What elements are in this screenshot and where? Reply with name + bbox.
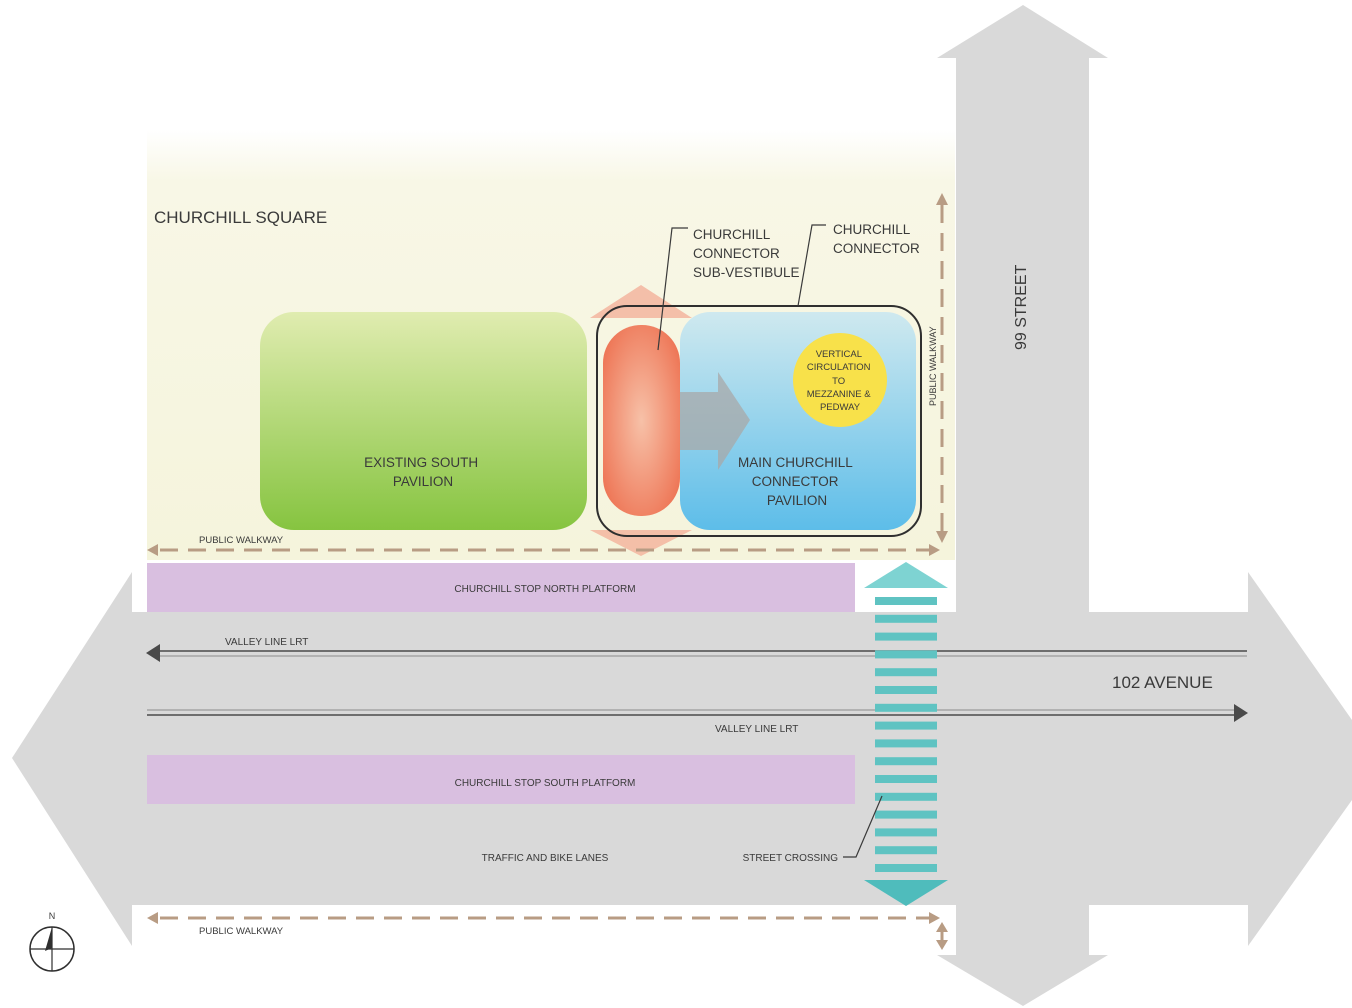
crossing-stripe — [875, 810, 937, 819]
crossing-stripe — [875, 792, 937, 801]
walkway-south-west-arrowhead — [147, 912, 158, 924]
crossing-stripe — [875, 686, 937, 694]
street-crossing-stripes — [875, 597, 937, 872]
walkway-south-east-arrowhead — [929, 912, 940, 924]
flow-arrow — [665, 372, 750, 470]
walkway-north-west-arrowhead — [147, 544, 158, 556]
traffic-lanes-label: TRAFFIC AND BIKE LANES — [482, 853, 609, 864]
vertical-circulation-circle — [793, 333, 887, 427]
99-street-label: 99 STREET — [1013, 264, 1030, 350]
99-street-road-south — [937, 905, 1108, 1006]
connector-label: CHURCHILL CONNECTOR — [833, 222, 920, 256]
valley-line-east-label: VALLEY LINE LRT — [715, 724, 798, 735]
crossing-stripe — [875, 668, 937, 677]
street-crossing-arrow-bottom — [864, 880, 948, 906]
walkway-south-up-arrowhead — [936, 922, 948, 932]
crossing-stripe — [875, 632, 937, 641]
crossing-stripe — [875, 703, 937, 712]
crossing-stripe — [875, 828, 937, 837]
crossing-stripe — [875, 650, 937, 659]
walkway-north-east-arrowhead — [929, 544, 940, 556]
crossing-stripe — [875, 846, 937, 855]
existing-south-pavilion-label: EXISTING SOUTH PAVILION — [364, 455, 482, 489]
crossing-stripe — [875, 597, 937, 605]
crossing-stripe — [875, 757, 937, 766]
public-walkway-north-label: PUBLIC WALKWAY — [199, 535, 284, 546]
vertical-circulation-label: VERTICAL CIRCULATION TO MEZZANINE & PEDW… — [807, 349, 874, 413]
99-street-road — [937, 5, 1108, 612]
churchill-square-label: CHURCHILL SQUARE — [154, 208, 327, 227]
valley-line-west-label: VALLEY LINE LRT — [225, 637, 308, 648]
crossing-stripe — [875, 775, 937, 783]
lrt-east-arrowhead — [1234, 704, 1248, 722]
north-platform-label: CHURCHILL STOP NORTH PLATFORM — [454, 584, 635, 595]
street-crossing-label: STREET CROSSING — [743, 853, 839, 864]
sub-vestibule-arrow — [590, 285, 692, 556]
north-arrow-icon — [29, 926, 75, 972]
south-platform-label: CHURCHILL STOP SOUTH PLATFORM — [455, 778, 636, 789]
walkway-vertical-bottom-arrowhead — [936, 531, 948, 543]
crossing-stripe — [875, 614, 937, 623]
public-walkway-vertical-label: PUBLIC WALKWAY — [928, 326, 938, 406]
crossing-stripe — [875, 739, 937, 748]
street-crossing-leader — [843, 795, 883, 858]
sub-vestibule-leader — [657, 227, 688, 351]
lrt-west-arrowhead — [146, 644, 160, 662]
churchill-connector-sub-vestibule — [603, 325, 680, 516]
walkway-vertical-top-arrowhead — [936, 193, 948, 205]
public-walkway-south-label: PUBLIC WALKWAY — [199, 926, 284, 937]
north-label: N — [49, 911, 56, 921]
connector-leader — [797, 224, 826, 307]
sub-vestibule-label: CHURCHILL CONNECTOR SUB-VESTIBULE — [693, 227, 800, 280]
street-crossing-arrow-top — [864, 562, 948, 588]
existing-south-pavilion — [260, 312, 587, 530]
crossing-stripe — [875, 864, 937, 872]
south-platform — [147, 755, 855, 804]
main-pavilion-label: MAIN CHURCHILL CONNECTOR PAVILION — [738, 455, 856, 508]
102-avenue-label: 102 AVENUE — [1112, 673, 1213, 692]
north-platform — [147, 563, 855, 612]
crossing-stripe — [875, 721, 937, 730]
churchill-connector-outline — [596, 305, 922, 537]
walkway-south-down-arrowhead — [936, 940, 948, 950]
